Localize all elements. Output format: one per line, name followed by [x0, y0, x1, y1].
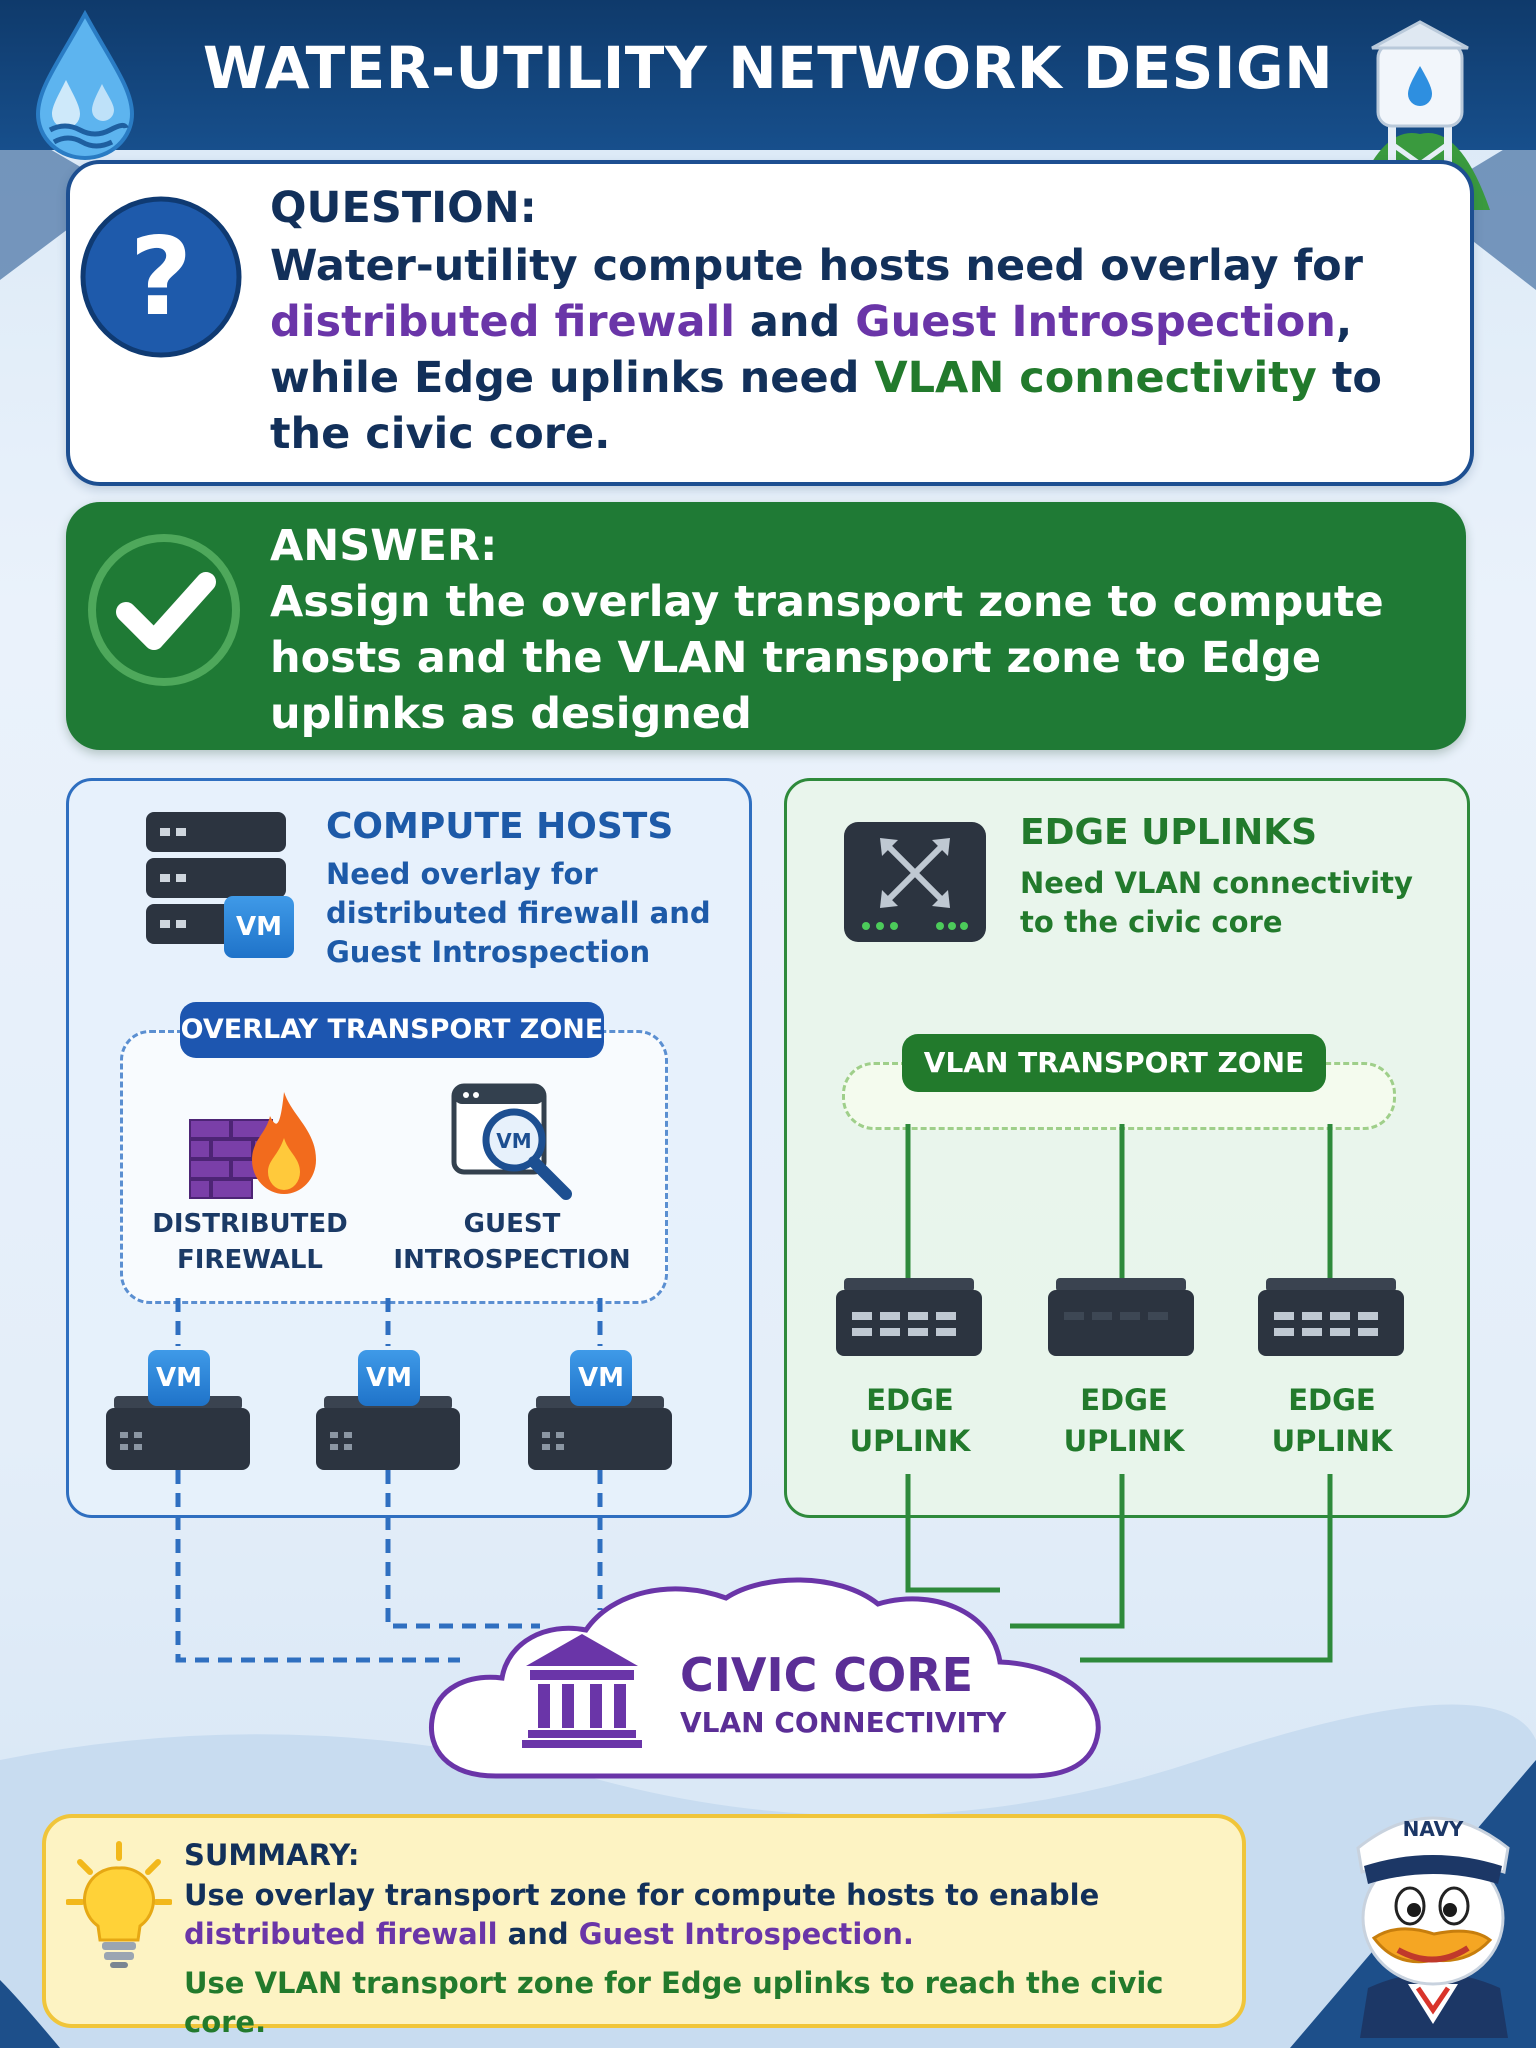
overlay-transport-zone-label: OVERLAY TRANSPORT ZONE — [180, 1002, 604, 1058]
vm-badge: VM — [148, 1350, 210, 1406]
page-title: WATER-UTILITY NETWORK DESIGN — [202, 34, 1334, 102]
question-highlight-firewall: distributed firewall — [270, 297, 735, 347]
civic-core-title: CIVIC CORE — [680, 1648, 974, 1702]
edge-uplink-label-2: EDGE UPLINK — [1063, 1383, 1185, 1458]
distributed-firewall-label: DISTRIBUTED FIREWALL — [152, 1209, 348, 1275]
svg-text:VM: VM — [496, 1129, 531, 1153]
vlan-transport-zone-label: VLAN TRANSPORT ZONE — [902, 1034, 1326, 1092]
lightbulb-icon — [66, 1841, 172, 1968]
vm-badge: VM — [570, 1350, 632, 1406]
question-text: Water-utility compute hosts need overlay… — [270, 238, 1440, 462]
compute-hosts-title: COMPUTE HOSTS — [326, 806, 674, 847]
edge-uplink-label-1: EDGE UPLINK — [849, 1383, 971, 1458]
answer-card — [66, 502, 1466, 750]
summary-highlight-introspection: Guest Introspection. — [578, 1917, 914, 1951]
summary-highlight-firewall: distributed firewall — [184, 1917, 498, 1951]
question-seg4: to the civic core. — [270, 353, 1382, 459]
summary-line-2: Use VLAN transport zone for Edge uplinks… — [184, 1966, 1164, 2039]
vm-badge: VM — [358, 1350, 420, 1406]
question-mark-icon: ? — [80, 196, 242, 358]
edge-uplinks-desc: Need VLAN connectivity to the civic core — [1020, 866, 1413, 939]
question-seg1: Water-utility compute hosts need overlay… — [270, 241, 1363, 291]
question-seg3: , while Edge uplinks need — [270, 297, 1353, 403]
answer-text: Assign the overlay transport zone to com… — [270, 577, 1384, 739]
guest-introspection-label: GUEST INTROSPECTION — [393, 1209, 631, 1275]
summary-seg2: and — [497, 1917, 579, 1951]
checkmark-icon — [88, 534, 240, 686]
summary-card — [42, 1814, 1246, 2028]
edge-uplink-switch-1 — [836, 1278, 982, 1356]
edge-uplink-label-3: EDGE UPLINK — [1271, 1383, 1393, 1458]
mascot-hat-text: NAVY — [1403, 1817, 1464, 1841]
summary-seg1: Use overlay transport zone for compute h… — [184, 1878, 1100, 1912]
civic-core-subtitle: VLAN CONNECTIVITY — [680, 1706, 1007, 1739]
compute-host-2 — [316, 1396, 460, 1470]
government-building-icon — [522, 1634, 642, 1748]
question-seg2: and — [734, 297, 856, 347]
water-drop-icon — [35, 10, 135, 160]
summary-label: SUMMARY: — [184, 1838, 360, 1872]
guest-introspection-icon: VM — [451, 1083, 572, 1200]
firewall-icon — [189, 1092, 316, 1199]
header-banner — [0, 0, 1536, 150]
svg-text:?: ? — [130, 215, 193, 340]
edge-uplink-switch-3 — [1258, 1278, 1404, 1356]
question-card — [66, 160, 1474, 486]
edge-uplink-switch-2 — [1048, 1278, 1194, 1356]
edge-router-icon — [844, 822, 986, 942]
summary-line-1: Use overlay transport zone for compute h… — [184, 1876, 1224, 1954]
question-highlight-vlan: VLAN connectivity — [874, 353, 1317, 403]
question-label: QUESTION: — [270, 183, 537, 233]
navy-duck-mascot-icon: NAVY — [1356, 1816, 1510, 2038]
edge-uplinks-title: EDGE UPLINKS — [1020, 812, 1318, 853]
answer-label: ANSWER: — [270, 521, 498, 571]
vm-badge: VM — [224, 896, 294, 958]
question-highlight-introspection: Guest Introspection — [855, 297, 1336, 347]
compute-hosts-desc: Need overlay for distributed firewall an… — [326, 857, 711, 969]
